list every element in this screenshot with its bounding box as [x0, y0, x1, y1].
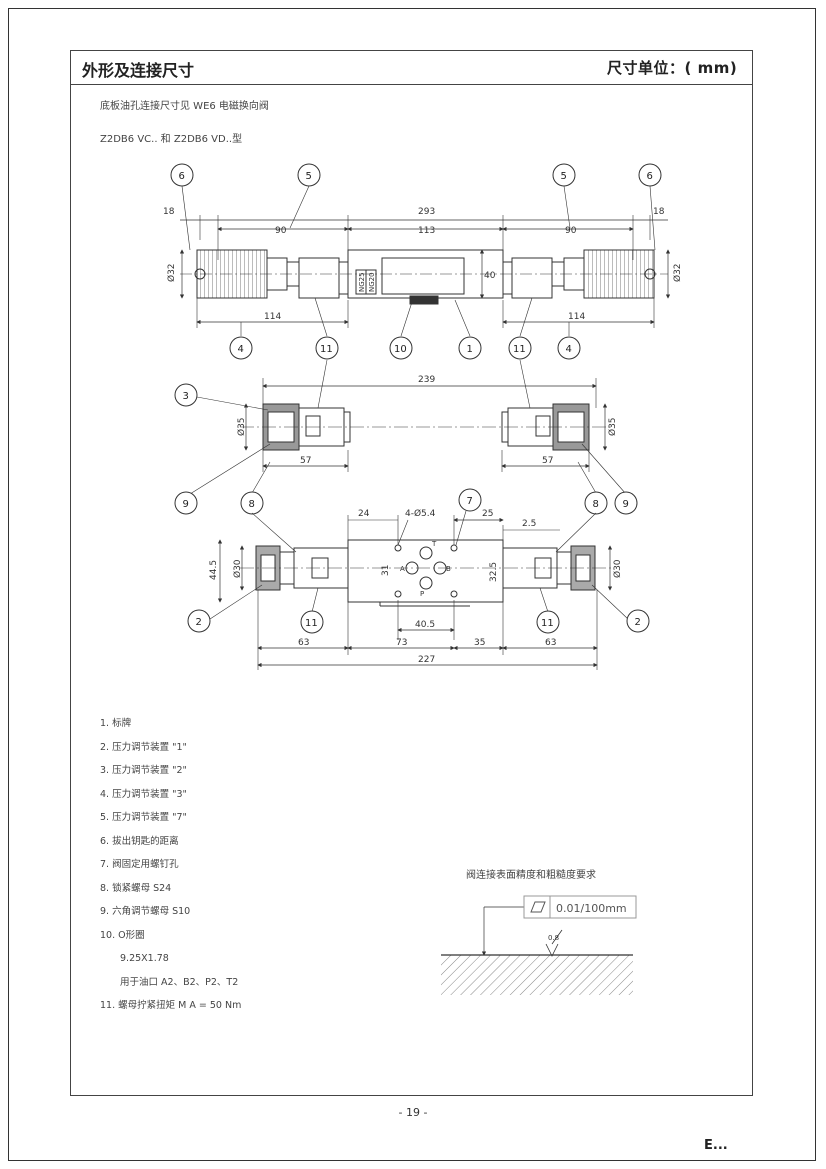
- top-view-balloons: 6 5 5 6 4 11 10 1 11 4: [170, 163, 662, 360]
- page-number: - 19 -: [398, 1106, 428, 1119]
- top-view: [179, 185, 671, 337]
- subplate-note: 底板油孔连接尺寸见 WE6 电磁换向阀: [100, 101, 269, 112]
- legend-item: 2. 压力调节装置 "1": [100, 741, 187, 753]
- legend-item: 1. 标牌: [100, 718, 132, 729]
- bottom-view-balloons: 7 2 11 11 2: [187, 488, 650, 634]
- roughness-value: 0.8: [548, 934, 559, 942]
- bottom-view: [209, 510, 629, 670]
- dim-31: 31: [381, 565, 391, 576]
- legend-oring-ports: 用于油口 A2、B2、P2、T2: [120, 976, 239, 988]
- balloon-6-left: 6: [179, 171, 185, 182]
- legend-item: 11. 螺母拧紧扭矩 M A = 50 Nm: [100, 1000, 242, 1011]
- port-a: A: [400, 565, 405, 573]
- balloon-4-right: 4: [566, 344, 572, 355]
- legend-item: 4. 压力调节装置 "3": [100, 788, 187, 800]
- legend-item: 3. 压力调节装置 "2": [100, 765, 187, 776]
- balloon-1: 1: [467, 344, 473, 355]
- dim-phi30-right: Ø30: [612, 559, 623, 578]
- middle-view-balloons: 3 9 8 8 9: [174, 383, 638, 515]
- model-note: Z2DB6 VC.. 和 Z2DB6 VD..型: [100, 134, 243, 145]
- dim-phi32-left: Ø32: [166, 263, 177, 282]
- dim-phi32-right: Ø32: [672, 263, 683, 282]
- dim-phi30-left: Ø30: [232, 559, 243, 578]
- header-divider: [70, 84, 753, 85]
- content-frame: [70, 50, 753, 1096]
- dim-227: 227: [418, 655, 435, 665]
- legend-item: 9. 六角调节螺母 S10: [100, 906, 191, 917]
- balloon-2-left: 2: [196, 617, 202, 628]
- dim-63-right: 63: [545, 638, 556, 648]
- dim-phi35-left: Ø35: [236, 417, 247, 436]
- top-view-dimensions: 18 293 90 113 90 18 114 114 40 Ø32 Ø32 N…: [163, 207, 683, 322]
- balloon-6-right: 6: [647, 171, 653, 182]
- port-p: P: [420, 590, 424, 598]
- middle-view: [189, 359, 627, 495]
- surface-requirement-figure: 0.01/100mm 0.8: [441, 895, 637, 995]
- dim-73: 73: [396, 638, 407, 648]
- section-title: 外形及连接尺寸: [82, 61, 195, 80]
- unit-label: 尺寸单位：( mm): [607, 59, 738, 77]
- dim-25: 25: [482, 509, 493, 519]
- dim-114-left: 114: [264, 312, 281, 322]
- corner-mark: E...: [704, 1138, 728, 1153]
- dim-18-right: 18: [653, 207, 665, 217]
- port-b: B: [446, 565, 451, 573]
- legend-item: 6. 拔出钥匙的距离: [100, 835, 179, 847]
- balloon-5-left: 5: [306, 171, 312, 182]
- dim-holes: 4-Ø5.4: [405, 508, 436, 519]
- legend-item: 8. 锁紧螺母 S24: [100, 882, 172, 894]
- balloon-4-left: 4: [238, 344, 244, 355]
- dim-24: 24: [358, 509, 370, 519]
- port-t: T: [431, 540, 437, 548]
- dim-114-right: 114: [568, 312, 585, 322]
- surface-note: 阀连接表面精度和粗糙度要求: [466, 870, 596, 881]
- dim-113: 113: [418, 226, 435, 236]
- dim-44-5: 44.5: [209, 560, 219, 580]
- middle-view-dimensions: 239 57 57 Ø35 Ø35: [236, 375, 618, 466]
- balloon-3: 3: [183, 391, 189, 402]
- outer-border: [8, 8, 816, 1161]
- dim-63-left: 63: [298, 638, 309, 648]
- balloon-8-left: 8: [249, 499, 255, 510]
- balloon-11-top-left: 11: [320, 344, 333, 355]
- dim-18-left: 18: [163, 207, 175, 217]
- legend-oring-size: 9.25X1.78: [120, 953, 169, 964]
- balloon-2-right: 2: [635, 617, 641, 628]
- nameplate-ng25: NG25: [358, 272, 366, 292]
- balloon-9-left: 9: [183, 499, 189, 510]
- legend-item: 7. 阀固定用螺钉孔: [100, 859, 179, 870]
- dim-57-right: 57: [542, 456, 553, 466]
- nameplate-ng20: NG20: [368, 272, 376, 292]
- dim-90-right: 90: [565, 226, 577, 236]
- balloon-10: 10: [394, 344, 407, 355]
- dim-57-left: 57: [300, 456, 311, 466]
- bottom-view-dimensions: 24 4-Ø5.4 25 2.5 44.5 Ø30 Ø30 31 32.5 40…: [209, 508, 623, 665]
- balloon-8-right: 8: [593, 499, 599, 510]
- balloon-11-bottom-left: 11: [305, 618, 318, 629]
- dim-293: 293: [418, 207, 435, 217]
- dim-239: 239: [418, 375, 435, 385]
- dim-40: 40: [484, 271, 496, 281]
- dim-2-5: 2.5: [522, 519, 536, 529]
- balloon-11-bottom-right: 11: [541, 618, 554, 629]
- balloon-11-top-right: 11: [513, 344, 526, 355]
- flatness-value: 0.01/100mm: [556, 902, 627, 915]
- legend-item: 5. 压力调节装置 "7": [100, 812, 187, 823]
- balloon-9-right: 9: [623, 499, 629, 510]
- legend-item: 10. O形圈: [100, 929, 145, 941]
- parts-legend: 1. 标牌 2. 压力调节装置 "1" 3. 压力调节装置 "2" 4. 压力调…: [100, 712, 241, 1018]
- dim-phi35-right: Ø35: [607, 417, 618, 436]
- dim-35: 35: [474, 638, 485, 648]
- balloon-7: 7: [467, 496, 473, 507]
- dim-90-left: 90: [275, 226, 287, 236]
- dim-32-5: 32.5: [489, 562, 499, 582]
- dim-40-5: 40.5: [415, 620, 435, 630]
- balloon-5-right: 5: [561, 171, 567, 182]
